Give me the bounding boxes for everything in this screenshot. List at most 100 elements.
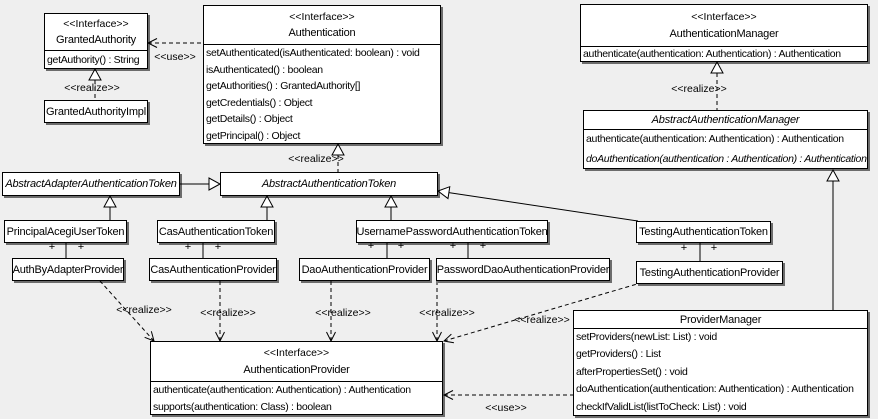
class-name: ProviderManager [679,313,762,326]
method: setAuthenticated(isAuthenticated: boolea… [206,47,420,59]
class-title: PrincipalAcegiUserToken [5,221,126,242]
stereotype-label: <<realize>> [671,83,727,95]
method: getCredentials() : Object [206,96,313,109]
class-cas-authentication-provider: CasAuthenticationProvider [149,258,277,281]
methods-compartment: setAuthenticated(isAuthenticated: boolea… [204,44,440,144]
class-name: AuthByAdapterProvider [13,263,123,276]
method: setProviders(newList: List) : void [576,331,717,343]
class-name: Authentication [288,27,356,40]
class-principal-acegi-user-token: PrincipalAcegiUserToken [4,220,127,243]
class-title: TestingAuthenticationProvider [637,262,782,283]
method: authenticate(authentication: Authenticat… [586,133,844,145]
multiplicity-plus: + [479,240,487,252]
class-abstract-authentication-manager: AbstractAuthenticationManager authenticat… [583,110,868,169]
multiplicity-plus: + [184,241,192,253]
stereotype-label: <<realize>> [419,307,475,319]
use-providermanager-to-authenticationprovider [442,390,573,400]
method: isAuthenticated() : boolean [206,63,323,76]
class-title: AbstractAuthenticationManager [584,111,867,129]
stereotype-label: <<realize>> [288,153,344,165]
multiplicity-plus: + [710,242,718,254]
class-abstract-adapter-authentication-token: AbstractAdapterAuthenticationToken [2,172,180,196]
class-name: AbstractAdapterAuthenticationToken [5,178,177,190]
method: supports(authentication: Class) : boolea… [153,400,332,413]
realize-grantedauthorityimpl-to-grantedauthority [88,67,102,100]
class-name: CasAuthenticationToken [158,225,274,238]
class-testing-authentication-provider: TestingAuthenticationProvider [636,261,783,284]
class-title: CasAuthenticationToken [158,221,274,242]
class-granted-authority-impl: GrantedAuthorityImpl [44,100,148,123]
multiplicity-plus: + [367,240,375,252]
method: authenticate(authentication: Authenticat… [583,48,841,60]
class-name: GrantedAuthorityImpl [46,105,146,118]
class-title: <<Interface>> AuthenticationProvider [151,342,442,381]
class-name: PasswordDaoAuthenticationProvider [437,263,609,276]
class-title: <<Interface>> Authentication [204,6,440,44]
generalize-usernamepasswordtoken [384,194,398,220]
class-dao-authentication-provider: DaoAuthenticationProvider [299,258,430,281]
class-name: AbstractAuthenticationToken [261,178,397,190]
method: getAuthority() : String [47,54,140,66]
stereotype-label: <<realize>> [200,307,256,319]
class-name: DaoAuthenticationProvider [301,263,428,276]
class-title: TestingAuthenticationToken [637,222,770,242]
stereotype-label: <<realize>> [116,304,172,316]
class-title: <<Interface>> GrantedAuthority [45,14,147,50]
stereotype-label: <<realize>> [64,82,120,94]
class-title: AbstractAuthenticationToken [221,173,437,195]
multiplicity-plus: + [48,241,56,253]
class-name: AbstractAuthenticationManager [651,114,800,126]
generalize-abstractadaptertoken-to-abstracttoken [180,177,222,191]
class-name: UsernamePasswordAuthenticationToken [357,225,547,238]
class-title: AbstractAdapterAuthenticationToken [3,173,179,195]
methods-compartment: authenticate(authentication: Authenticat… [584,129,867,169]
realize-abstractmanager-to-authenticationmanager [710,60,724,110]
stereotype: <<Interface>> [63,18,129,30]
method: getDetails() : Object [206,113,293,125]
methods-compartment: getAuthority() : String [45,50,147,69]
stereotype-label: <<realize>> [514,314,570,326]
class-name: PrincipalAcegiUserToken [6,225,125,238]
method: getPrincipal() : Object [206,129,301,142]
class-title: AuthByAdapterProvider [13,259,123,280]
class-title: GrantedAuthorityImpl [45,101,147,122]
class-cas-authentication-token: CasAuthenticationToken [157,220,275,243]
method: afterPropertiesSet() : void [576,365,688,378]
use-authentication-to-grantedauthority [146,38,203,48]
class-authentication-provider: <<Interface>> AuthenticationProvider authe… [150,341,443,415]
methods-compartment: authenticate(authentication: Authenticat… [151,381,442,415]
realize-testingprovider [442,283,638,344]
class-title: PasswordDaoAuthenticationProvider [437,259,609,280]
realize-abstracttoken-to-authentication [331,142,345,172]
stereotype: <<Interface>> [691,10,757,23]
stereotype-label: <<use>> [154,51,196,63]
stereotype-label: <<use>> [485,402,527,414]
class-name: AuthenticationProvider [243,364,350,376]
class-name: AuthenticationManager [669,28,779,41]
class-title: UsernamePasswordAuthenticationToken [357,221,547,242]
stereotype: <<Interface>> [263,347,330,359]
class-name: GrantedAuthority [56,34,136,46]
class-abstract-authentication-token: AbstractAuthenticationToken [220,172,438,196]
method: getAuthorities() : GrantedAuthority[] [206,80,361,92]
class-authentication-manager: <<Interface>> AuthenticationManager authen… [580,4,868,62]
class-name: TestingAuthenticationToken [639,226,768,238]
method: authenticate(authentication: Authenticat… [153,384,411,396]
stereotype: <<Interface>> [289,10,355,23]
class-name: TestingAuthenticationProvider [639,266,780,279]
generalize-providermanager-to-abstractmanager [826,168,840,310]
multiplicity-plus: + [680,242,688,254]
method: getProviders() : List [576,348,661,361]
multiplicity-plus: + [449,240,457,252]
class-granted-authority: <<Interface>> GrantedAuthority getAuthorit… [44,13,148,69]
generalize-casauthenticationtoken [260,194,274,220]
multiplicity-plus: + [397,240,405,252]
class-title: DaoAuthenticationProvider [300,259,429,280]
class-username-password-authentication-token: UsernamePasswordAuthenticationToken [356,220,548,243]
generalize-testingauthenticationtoken [436,185,639,222]
class-name: CasAuthenticationProvider [150,263,276,276]
class-authentication: <<Interface>> Authentication setAuthentica… [203,5,441,144]
multiplicity-plus: + [77,241,85,253]
